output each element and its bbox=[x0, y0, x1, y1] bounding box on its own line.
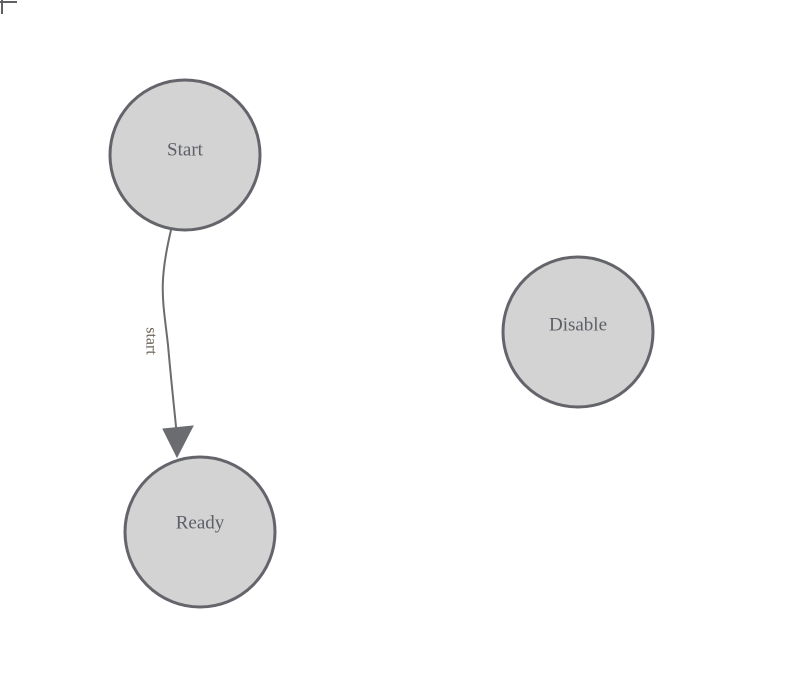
node-ready[interactable]: Ready bbox=[123, 455, 277, 609]
arrowhead-icon bbox=[162, 425, 194, 459]
node-ready-circle[interactable] bbox=[123, 455, 277, 609]
node-disable-circle[interactable] bbox=[501, 255, 655, 409]
node-start[interactable]: Start bbox=[108, 78, 262, 232]
edge-start-to-ready[interactable]: start bbox=[142, 229, 194, 459]
node-start-circle[interactable] bbox=[108, 78, 262, 232]
node-disable[interactable]: Disable bbox=[501, 255, 655, 409]
edge-line bbox=[161, 229, 178, 438]
edge-label-start: start bbox=[142, 327, 159, 355]
corner-mark bbox=[0, 0, 17, 14]
